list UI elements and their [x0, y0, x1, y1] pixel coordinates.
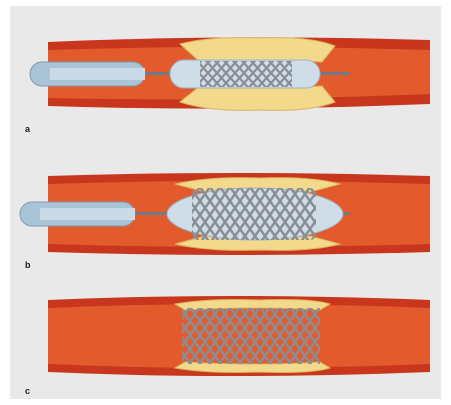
panel-b: b — [10, 166, 441, 276]
panel-a: a — [10, 28, 441, 138]
plaque-top — [180, 38, 335, 62]
stent — [182, 308, 320, 364]
catheter-shaft — [50, 68, 145, 80]
panel-label-a: a — [25, 124, 30, 134]
panel-a-illustration — [10, 28, 441, 138]
panel-c: c — [10, 286, 441, 396]
stent — [192, 188, 316, 240]
panel-label-c: c — [25, 386, 30, 396]
plaque-bottom — [180, 86, 335, 110]
panel-b-illustration — [10, 166, 441, 276]
stent — [200, 61, 292, 87]
catheter-shaft — [40, 208, 135, 220]
panel-label-b: b — [25, 260, 31, 270]
panel-c-illustration — [10, 286, 441, 396]
figure-frame: a b c — [10, 6, 441, 399]
